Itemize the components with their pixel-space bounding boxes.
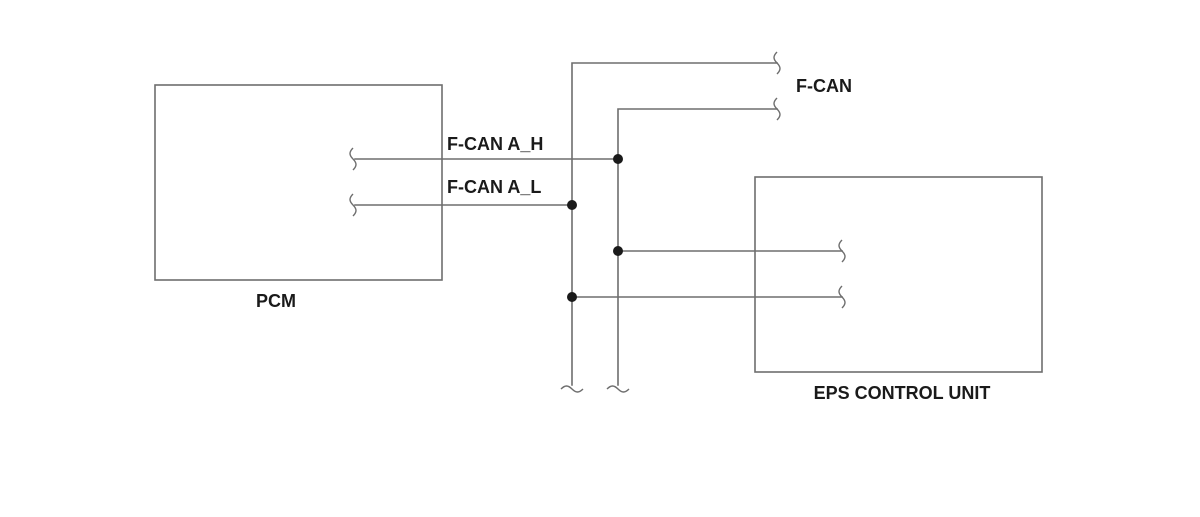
fcan-bus-label: F-CAN xyxy=(796,76,852,96)
bus-line-low xyxy=(571,62,778,386)
fcan-ah-label: F-CAN A_H xyxy=(447,134,543,154)
break-symbol-bus-top xyxy=(773,51,781,75)
break-symbol-bus-bottom-high xyxy=(606,385,630,393)
junction-node xyxy=(567,292,577,302)
break-symbol-bus-upper xyxy=(773,97,781,121)
break-symbol-eps-high xyxy=(838,239,846,263)
pcm-label: PCM xyxy=(256,291,296,311)
eps-control-unit-label: EPS CONTROL UNIT xyxy=(814,383,991,403)
break-symbol-bus-bottom-low xyxy=(560,385,584,393)
junction-node xyxy=(567,200,577,210)
break-symbol-eps-low xyxy=(838,285,846,309)
break-symbol-pcm-ah xyxy=(349,147,357,171)
fcan-al-label: F-CAN A_L xyxy=(447,177,541,197)
eps-control-unit-box xyxy=(754,176,1043,373)
junction-node xyxy=(613,154,623,164)
junction-node xyxy=(613,246,623,256)
bus-line-high xyxy=(617,108,778,386)
pcm-box xyxy=(154,84,443,281)
break-symbol-pcm-al xyxy=(349,193,357,217)
